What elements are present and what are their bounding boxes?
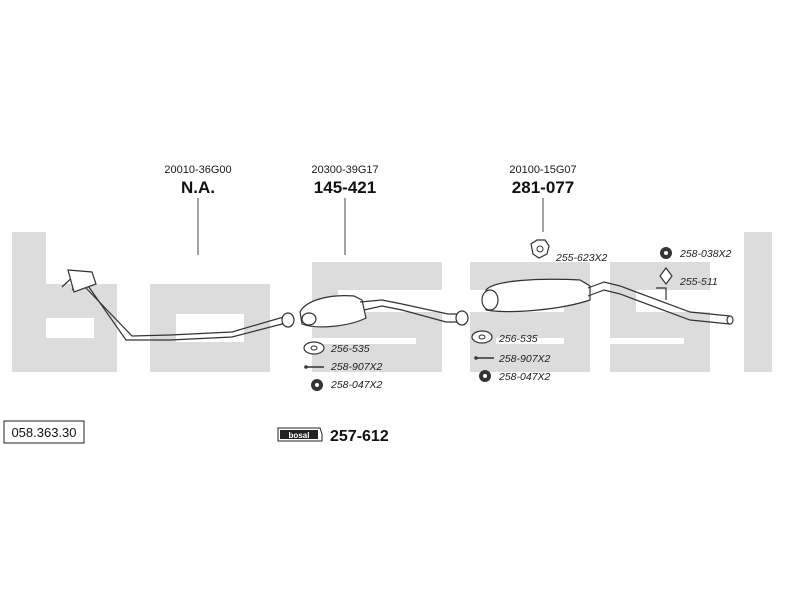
center-silencer-end — [301, 312, 317, 326]
bosal-watermark — [12, 232, 772, 372]
kit-number: 257-612 — [330, 428, 389, 445]
rear-silencer — [481, 278, 734, 325]
hanger-rubber-icon — [659, 267, 673, 285]
tailpipe-end — [726, 315, 734, 325]
bolt-head-icon — [474, 356, 478, 360]
rear-upper-parts-list: 255-623X2 258-038X2 255-511 — [530, 239, 732, 288]
left-parts-list: 256-535 258-907X2 258-047X2 — [303, 341, 383, 391]
center-silencer-part-number: 145-421 — [314, 178, 376, 197]
kit-number-block: bosal 257-612 — [277, 427, 389, 445]
right-part-gasket: 256-535 — [498, 333, 538, 345]
left-part-gasket: 256-535 — [330, 343, 370, 355]
center-silencer — [299, 295, 469, 328]
rear-silencer-body — [485, 278, 591, 313]
bosal-kit-logo-text: bosal — [289, 431, 310, 440]
component-label-rear-silencer: 20100-15G07 281-077 — [509, 164, 577, 232]
left-part-nut: 258-047X2 — [330, 379, 383, 391]
left-part-bolt: 258-907X2 — [330, 361, 383, 373]
front-pipe-outlet-flange — [281, 312, 295, 328]
rear-silencer-part-number: 281-077 — [512, 178, 574, 197]
rear-silencer-inlet — [481, 289, 499, 311]
component-label-center-silencer: 20300-39G17 145-421 — [311, 164, 379, 255]
rear-part-hanger: 255-511 — [679, 276, 718, 288]
center-pipe-outlet-flange — [455, 310, 469, 326]
front-pipe-flange — [67, 269, 97, 293]
rear-hanger-bracket — [656, 287, 667, 300]
front-pipe-part-number: N.A. — [181, 178, 215, 197]
rear-silencer-oem-number: 20100-15G07 — [509, 164, 576, 176]
gasket-hole-icon — [310, 345, 318, 351]
front-pipe-oem-number: 20010-36G00 — [164, 164, 231, 176]
clamp-hole-icon — [536, 245, 544, 253]
right-parts-list: 256-535 258-907X2 258-047X2 — [471, 330, 551, 383]
diagram-code-box: 058.363.30 — [3, 420, 85, 444]
rubber-mount-hole-icon — [664, 251, 668, 255]
diagram-code: 058.363.30 — [11, 425, 76, 440]
right-part-bolt: 258-907X2 — [498, 353, 551, 365]
component-label-front-pipe: 20010-36G00 N.A. — [164, 164, 232, 255]
bolt-head-icon — [304, 365, 308, 369]
rear-part-mount: 258-038X2 — [679, 248, 732, 260]
rear-part-clamp: 255-623X2 — [555, 252, 608, 264]
nut-hole-icon — [315, 383, 319, 387]
gasket-hole-icon — [478, 334, 486, 340]
front-pipe — [61, 269, 295, 341]
center-silencer-oem-number: 20300-39G17 — [311, 164, 378, 176]
nut-hole-icon — [483, 374, 487, 378]
right-part-nut: 258-047X2 — [498, 371, 551, 383]
